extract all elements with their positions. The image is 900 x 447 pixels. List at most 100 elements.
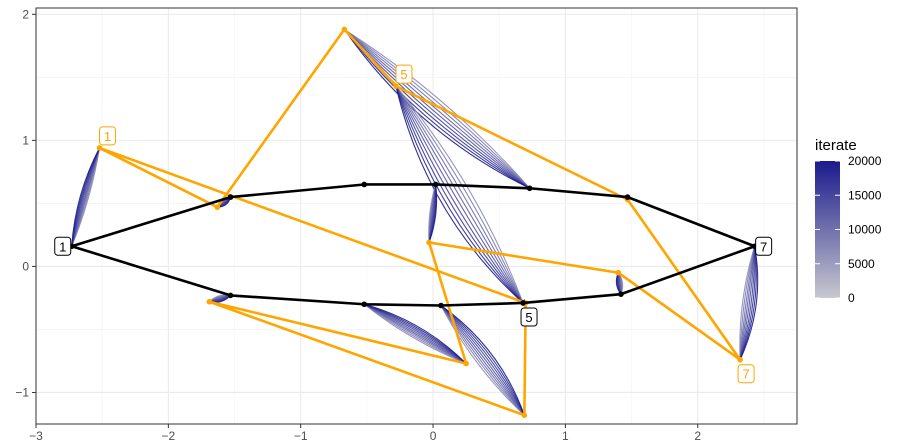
final-polygon-line-point [624,194,631,200]
node-label: 1 [54,236,72,256]
node-label: 5 [520,307,538,327]
final-polygon-line-point [227,194,234,200]
iteration-path [440,305,525,416]
iteration-path [364,303,467,364]
iteration-path [440,305,525,416]
final-polygon-line-point [227,292,234,299]
y-tick-label: 0 [22,259,29,273]
legend-tick-label: 10000 [848,223,882,237]
x-tick-label: −1 [294,429,308,443]
node-label-box [520,307,538,327]
iteration-path [739,246,756,360]
iteration-path [440,305,525,416]
y-tick-label: 1 [22,133,29,147]
initial-polygon-line-point [393,83,399,89]
x-tick-label: 2 [694,429,701,443]
iteration-path [395,85,524,304]
node-label-text: 7 [742,367,749,382]
legend-tick-label: 0 [848,291,855,305]
initial-polygon-line-point [214,204,221,210]
iteration-paths [71,28,759,416]
x-tick-label: −2 [162,429,176,443]
legend-tick-label: 15000 [848,188,882,202]
y-tick-label: 2 [22,7,29,21]
final-polygon-line-point [520,300,526,306]
iteration-path [440,305,525,416]
node-label-text: 1 [104,129,111,144]
initial-polygon-line-point [463,360,469,367]
node-label-text: 5 [525,310,532,325]
iteration-path [395,85,524,304]
iteration-path [364,303,467,364]
iteration-path [440,305,525,416]
iteration-path [395,85,524,304]
node-label-box [395,64,413,84]
iteration-path [344,29,531,189]
initial-polygon-line-point [737,356,743,363]
iteration-path [364,303,467,364]
node-label: 1 [99,126,117,146]
node-labels: 1 5 7 1 5 7 [54,64,773,384]
x-tick-label: 0 [430,429,437,443]
node-label-text: 5 [400,67,407,82]
iteration-path [344,28,531,189]
legend: iterate 0 5000 10000 15000 20000 [815,137,882,305]
initial-polygon-line-point [521,412,528,418]
iteration-path [395,85,524,304]
iteration-path [739,246,756,360]
final-polygon-line-point [438,302,444,309]
axes: −3 −2 −1 0 1 2 −1 0 1 2 [15,7,701,443]
iteration-path [343,29,530,189]
final-polygon-line-point [618,291,624,297]
iteration-path [739,246,759,360]
node-label-text: 7 [760,239,767,254]
iteration-path [395,86,524,304]
legend-title: iterate [815,137,857,154]
node-label: 7 [737,364,755,384]
node-label: 5 [395,64,413,84]
iteration-path [739,246,757,360]
iteration-path [395,85,524,304]
final-polygon-line-point [361,301,368,308]
node-label: 7 [755,236,773,256]
x-tick-label: 1 [562,429,569,443]
iteration-path [343,29,530,189]
node-label-box [54,236,72,256]
iteration-path [363,303,467,364]
node-label-box [99,126,117,146]
iteration-path [343,29,530,189]
iteration-path [363,303,467,364]
x-tick-label: −3 [29,429,43,443]
iteration-path [739,246,756,360]
iteration-path [395,85,524,304]
iteration-path [739,246,756,360]
iteration-path [440,305,525,416]
iteration-path [739,246,756,360]
node-label-text: 1 [59,239,66,254]
iteration-path [71,147,101,247]
plot-border [35,7,798,425]
iteration-path [428,184,438,243]
final-polygon-line-point [361,181,368,188]
legend-ticks: 0 5000 10000 15000 20000 [815,154,882,305]
iteration-path [739,246,756,360]
iteration-path [363,303,467,364]
initial-polygon-line-point [206,298,213,305]
node-label-box [737,364,755,384]
legend-tick-label: 20000 [848,154,882,168]
y-tick-label: −1 [15,385,29,399]
iteration-path [739,246,756,360]
node-label-box [755,236,773,256]
iteration-path [395,85,524,304]
final-polygon-line-point [526,185,533,192]
initial-polygon-line-point [426,239,432,246]
iteration-path [364,303,467,364]
initial-polygon-line-point [341,26,348,33]
initial-polygon-line-point [615,269,622,276]
final-polygon-line-point [432,181,439,188]
iteration-path [395,86,524,304]
legend-tick-label: 5000 [848,257,875,271]
initial-polygon-line-point [96,145,103,151]
iteration-path [344,28,531,189]
